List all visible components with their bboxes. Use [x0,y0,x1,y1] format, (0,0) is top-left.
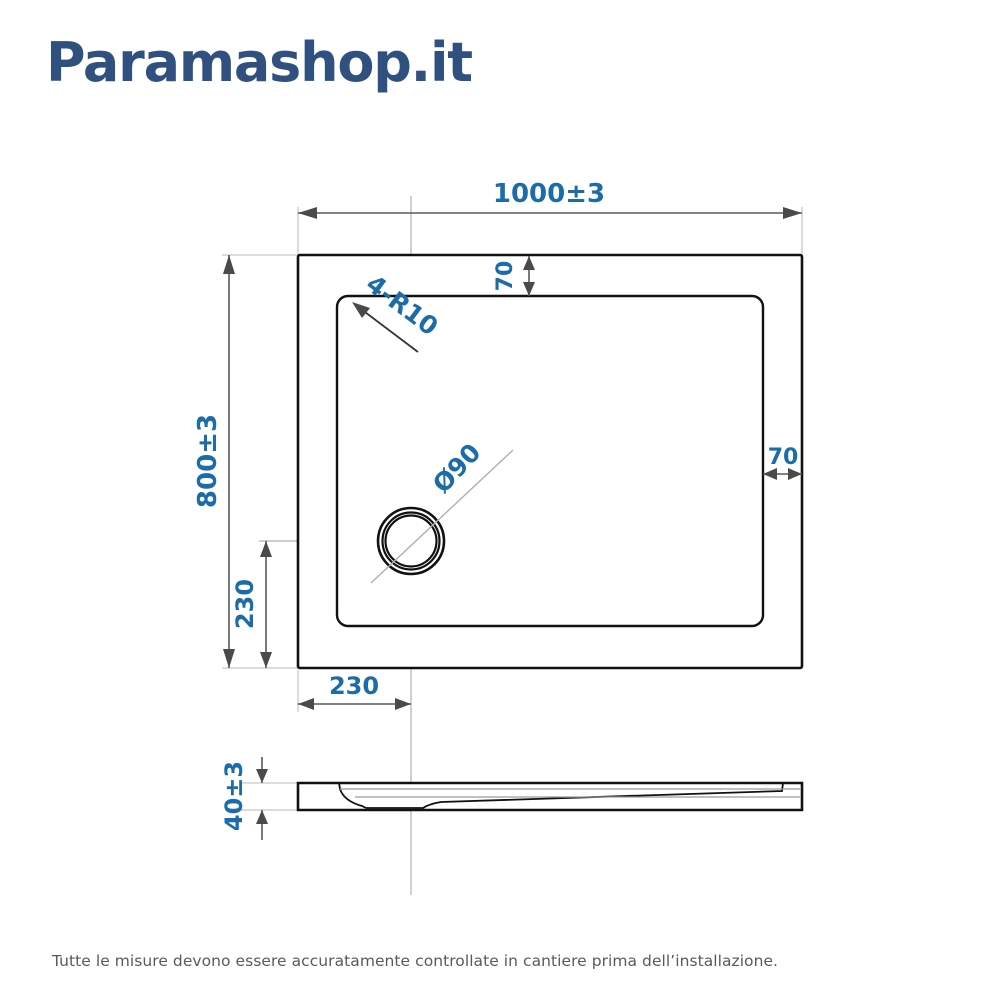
dimension-overall-width: 1000±3 [298,179,802,219]
dimension-drain-offset-y: 230 [231,541,272,668]
brand-logo: Paramashop.it [46,31,473,94]
dim-label-overall-width: 1000±3 [493,179,605,209]
dim-label-overall-depth: 800±3 [193,414,223,508]
corner-radius-leader-line [356,305,419,353]
section-view: 40±3 [220,757,804,840]
drain-middle-circle [381,511,441,571]
top-view: Ø90 4-R10 1000±3 800±3 [193,179,830,895]
dim-arrow-bottom-overall-depth [223,649,235,668]
dimension-drain-offset-x: 230 [298,672,411,710]
dimension-overall-depth: 800±3 [193,255,235,668]
dim-arrow-drain-offset-y-top [260,541,272,557]
dim-label-drain-offset-y: 230 [231,579,259,629]
drain-outer-circle [376,506,446,576]
tray-inner-rectangle [335,294,765,628]
section-extension-lines [240,782,300,811]
dimension-thickness: 40±3 [220,757,268,840]
dim-arrow-drain-offset-x-left [298,698,314,710]
dim-label-top-border: 70 [493,261,518,292]
drain-circles [376,506,446,576]
section-thin-lines [340,788,800,798]
section-slope-line [366,782,784,809]
dim-arrow-top-border-down [523,282,535,296]
drain-diameter-leader-line [370,449,514,584]
dim-arrow-drain-offset-y-bottom [260,652,272,668]
corner-radius-arrowhead [352,302,370,318]
dim-arrow-top-overall-depth [223,255,235,274]
drain-inner-circle [384,514,438,568]
dim-arrow-drain-offset-x-right [395,698,411,710]
dim-arrow-left-overall-width [298,207,317,219]
dimension-top-border: 70 [493,256,535,296]
dim-label-thickness: 40±3 [220,761,248,831]
dim-label-drain-offset-x: 230 [329,672,379,700]
footer-note: Tutte le misure devono essere accuratame… [52,952,779,970]
dimension-right-border: 70 [763,445,802,480]
dim-arrow-thickness-top [256,769,268,783]
dim-label-right-border: 70 [768,445,799,470]
dim-arrow-top-border-up [523,256,535,270]
dim-arrow-right-border-right [788,468,802,480]
dim-arrow-right-border-left [763,468,777,480]
ext-line-70r-right [802,452,830,482]
dim-arrow-thickness-bottom [256,810,268,824]
dim-arrow-right-overall-width [783,207,802,219]
